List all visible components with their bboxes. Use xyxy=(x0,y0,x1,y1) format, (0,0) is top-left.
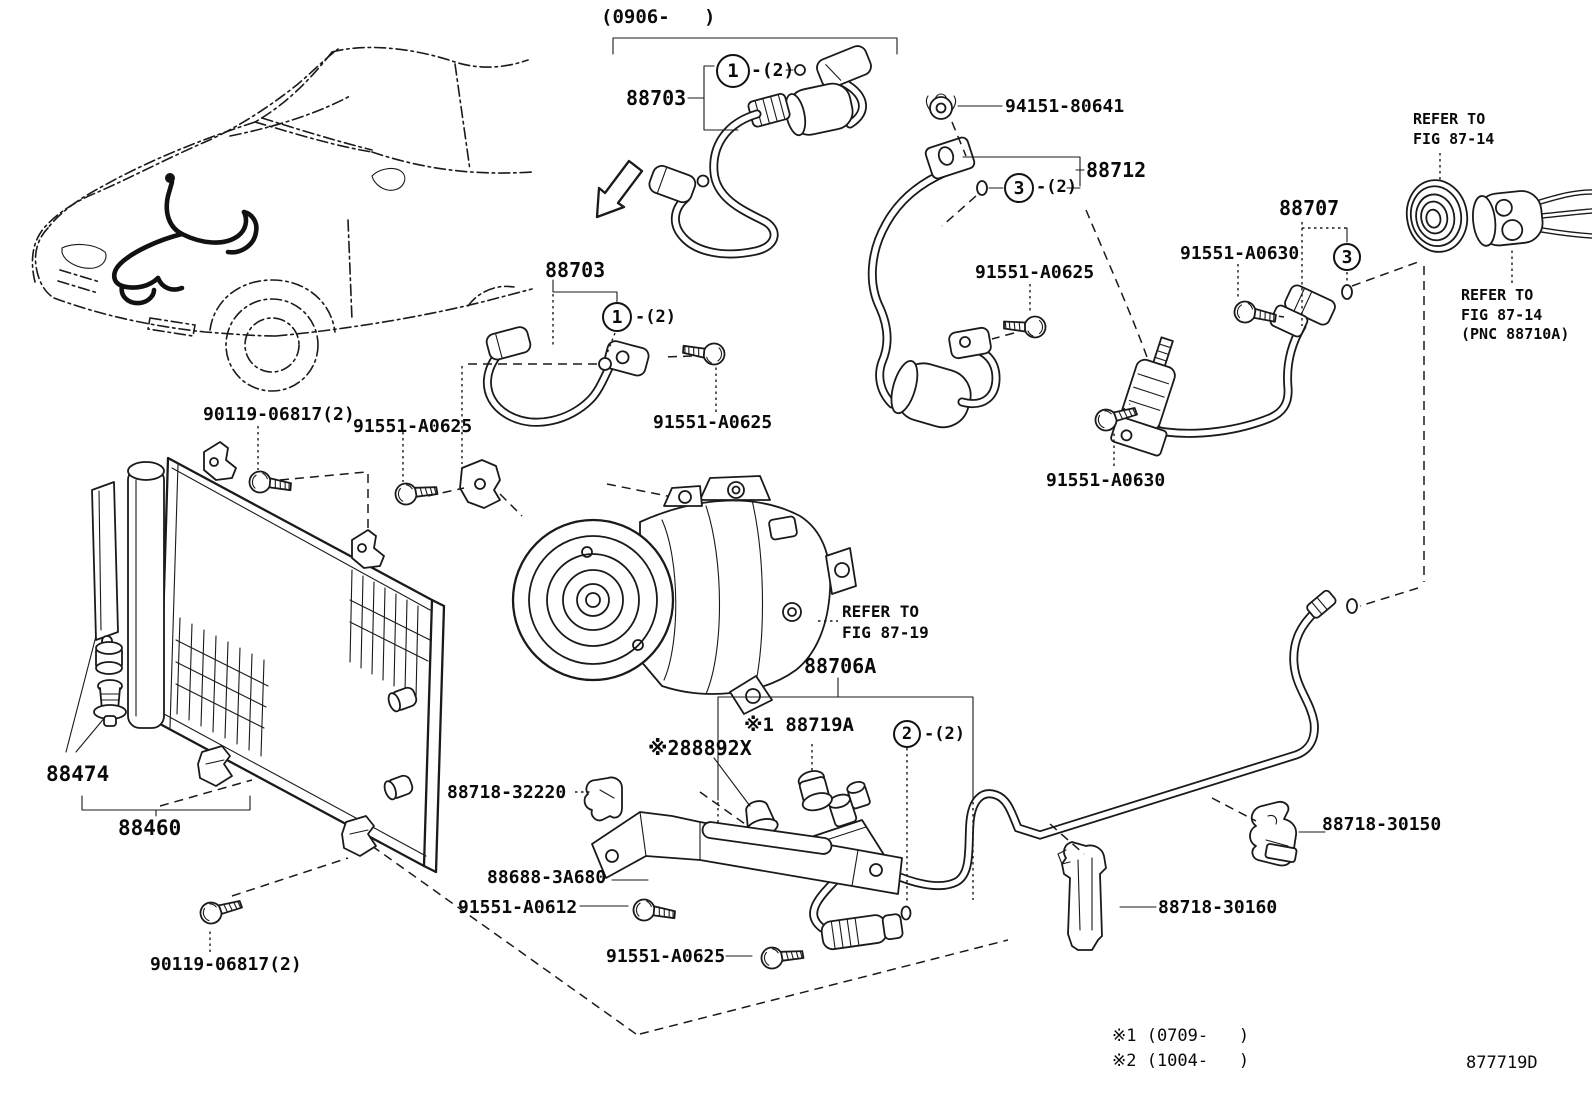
note-refer-fig-87-19: REFER TO FIG 87-19 xyxy=(842,602,929,642)
part-label-88706a[interactable]: 88706A xyxy=(804,654,877,678)
service-cap-88719a xyxy=(797,770,833,812)
part-label-91551-a0630-upper[interactable]: 91551-A0630 xyxy=(1180,243,1300,264)
part-label-88703-upper[interactable]: 88703 xyxy=(626,86,687,110)
part-label-88719a[interactable]: ※1 88719A xyxy=(744,714,854,736)
pipe-clamp-30150 xyxy=(1211,797,1298,867)
part-label-94151-80641[interactable]: 94151-80641 xyxy=(1005,96,1125,117)
mount-bracket-88688 xyxy=(591,811,903,895)
hose-clamp-bracket xyxy=(459,459,501,509)
part-label-88688-3a680[interactable]: 88688-3A680 xyxy=(487,867,607,888)
part-label-88718-30160[interactable]: 88718-30160 xyxy=(1158,897,1278,918)
grommet-ring xyxy=(1405,179,1469,253)
part-label-90119-bottom[interactable]: 90119-06817(2) xyxy=(150,954,302,975)
part-label-91551-a0625-left[interactable]: 91551-A0625 xyxy=(353,416,473,437)
callout-2[interactable]: 2 xyxy=(893,720,921,748)
receiver-drier xyxy=(127,461,165,729)
bolt-90119-top xyxy=(247,469,293,497)
tube-88707 xyxy=(991,222,1353,457)
compressor xyxy=(511,475,857,715)
production-note: (0906- ) xyxy=(601,6,716,28)
note-refer-fig-87-14-pnc: REFER TO FIG 87-14 (PNC 88710A) xyxy=(1461,286,1570,343)
bolt-a0612 xyxy=(631,897,677,925)
car-outline xyxy=(31,46,533,392)
part-label-91551-a0625-right[interactable]: 91551-A0625 xyxy=(975,262,1095,283)
direction-arrow-icon xyxy=(595,159,644,219)
callout-1-top[interactable]: 1 xyxy=(716,54,750,88)
hose-88703-upper xyxy=(648,45,872,259)
part-label-88703-lower[interactable]: 88703 xyxy=(545,258,606,282)
drain-plugs xyxy=(93,635,127,727)
callout-1-top-qty: -(2) xyxy=(751,60,795,81)
leader-lines xyxy=(209,105,1513,957)
part-label-91551-a0612[interactable]: 91551-A0612 xyxy=(458,897,578,918)
hose-88712 xyxy=(867,93,1081,429)
part-label-88892x[interactable]: ※288892X xyxy=(648,736,752,760)
footnote-1: ※1 (0709- ) xyxy=(1112,1026,1250,1046)
part-label-91551-a0625-mid[interactable]: 91551-A0625 xyxy=(653,412,773,433)
callout-3-right[interactable]: 3 xyxy=(1333,243,1361,271)
condenser-side-seal xyxy=(91,481,119,641)
condenser xyxy=(65,441,446,874)
part-label-88718-32220[interactable]: 88718-32220 xyxy=(447,782,567,803)
part-label-88707[interactable]: 88707 xyxy=(1279,196,1340,220)
pipe-bracket-30160 xyxy=(1049,823,1107,951)
callout-3-top[interactable]: 3 xyxy=(1004,173,1034,203)
bolt-a0625-bottom xyxy=(758,941,806,972)
drawing-id: 877719D xyxy=(1466,1053,1538,1073)
production-bracket xyxy=(612,37,898,55)
clip-94151 xyxy=(925,93,957,120)
part-label-88474[interactable]: 88474 xyxy=(46,762,110,786)
expansion-valve xyxy=(1110,336,1176,457)
engine-bay-piping xyxy=(111,173,259,306)
footnote-2: ※2 (1004- ) xyxy=(1112,1051,1250,1071)
part-label-88460[interactable]: 88460 xyxy=(118,816,182,840)
part-label-88718-30150[interactable]: 88718-30150 xyxy=(1322,814,1442,835)
harness-connector xyxy=(1472,189,1592,247)
bolt-90119-bottom xyxy=(196,891,245,928)
callout-2-qty: -(2) xyxy=(924,724,965,744)
callout-1-mid[interactable]: 1 xyxy=(602,302,632,332)
part-label-88712[interactable]: 88712 xyxy=(1086,158,1147,182)
part-label-91551-a0630-lower[interactable]: 91551-A0630 xyxy=(1046,470,1166,491)
clip-32220 xyxy=(583,776,623,822)
callout-3-top-qty: -(2) xyxy=(1036,177,1077,197)
bolt-a0625-mid xyxy=(681,339,727,367)
part-label-90119-top[interactable]: 90119-06817(2) xyxy=(203,404,355,425)
hose-88703-lower xyxy=(427,279,693,509)
callout-1-mid-qty: -(2) xyxy=(635,307,676,327)
part-label-91551-a0625-bottom[interactable]: 91551-A0625 xyxy=(606,946,726,967)
note-refer-fig-87-14: REFER TO FIG 87-14 xyxy=(1413,110,1495,148)
bolt-a0625-left xyxy=(392,477,440,508)
